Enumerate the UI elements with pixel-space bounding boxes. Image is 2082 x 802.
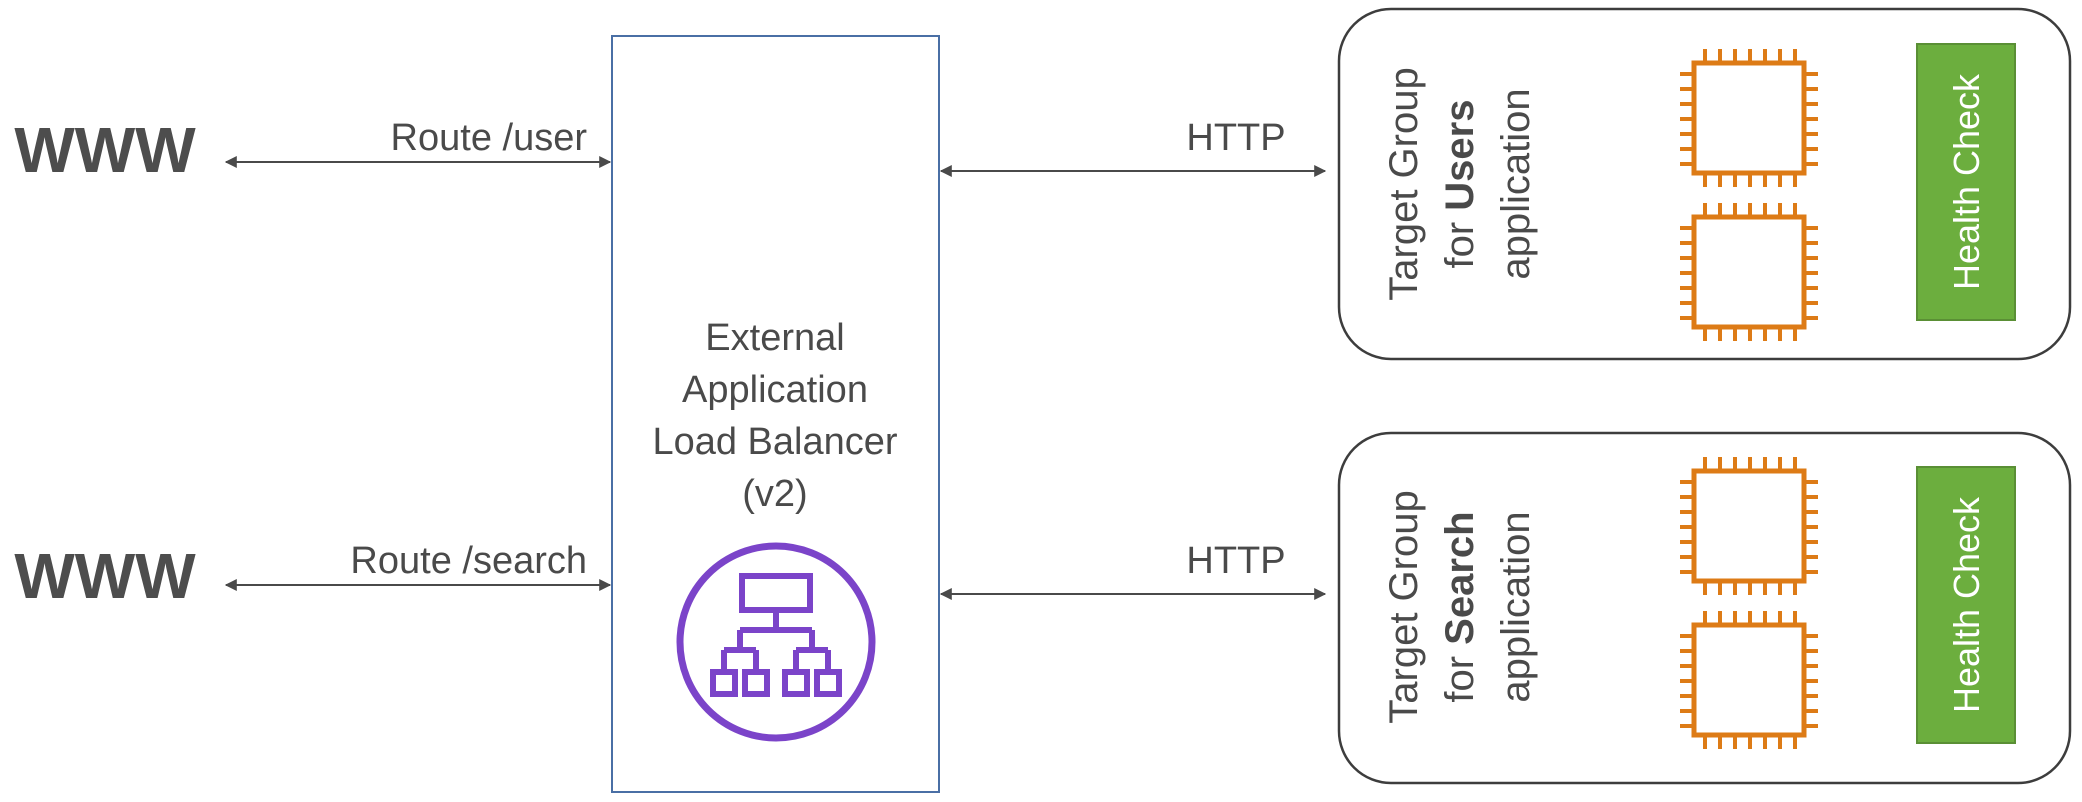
health-check-users [1916,43,2016,321]
target-group-users-line-3: application [1494,88,1538,279]
health-check-search [1916,466,2016,744]
application-load-balancer-icon [676,542,876,742]
health-check-users-label: Health Check [1946,73,1987,290]
alb-label-line-2: Application [682,369,868,411]
target-group-search-line-2: for Search [1438,511,1482,702]
target-group-users-line-2: for Users [1438,100,1482,269]
target-group-users-line-1: Target Group [1382,67,1426,300]
load-balancer-box [611,35,940,793]
alb-label-line-3: Load Balancer [652,421,897,463]
health-check-search-label: Health Check [1946,496,1987,713]
route-user-label: Route /user [391,117,588,159]
www-client-1: WWW [14,114,196,186]
www-client-2: WWW [14,540,196,612]
alb-label-line-4: (v2) [742,473,807,515]
target-group-search-name: Search [1438,511,1482,644]
http-label-search: HTTP [1186,540,1285,582]
target-group-search-line-3: application [1494,511,1538,702]
target-group-search-line-1: Target Group [1382,490,1426,723]
http-label-users: HTTP [1186,117,1285,159]
target-group-users-name: Users [1438,100,1482,211]
alb-label-line-1: External [705,317,844,359]
route-search-label: Route /search [350,540,587,582]
target-group-search [1337,431,2072,785]
